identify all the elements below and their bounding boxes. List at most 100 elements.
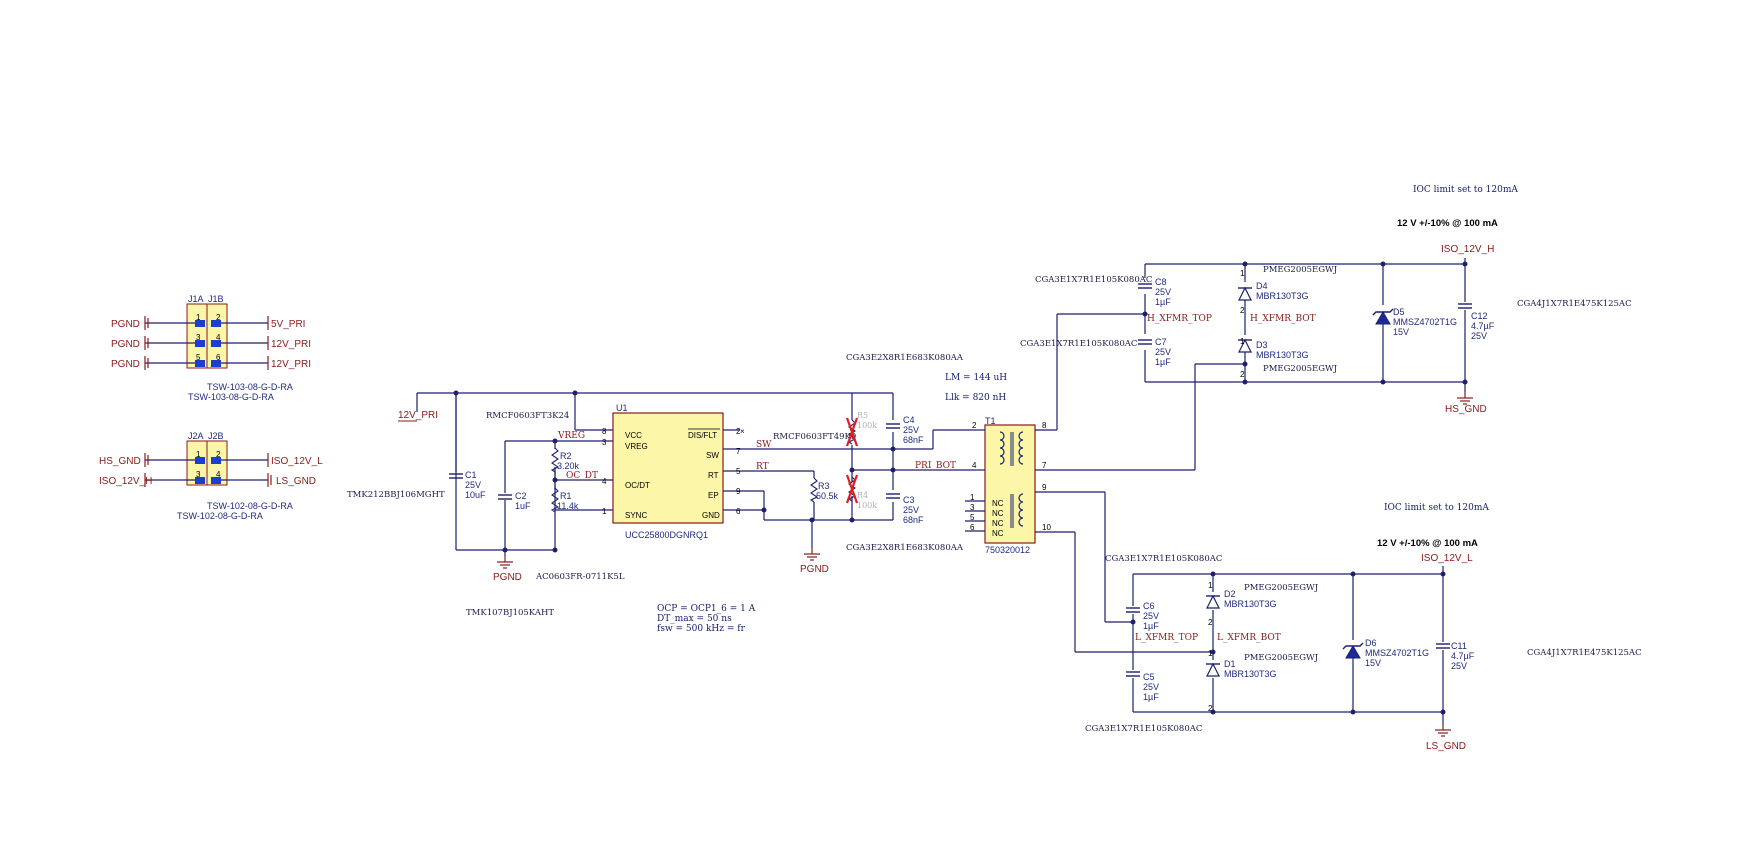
svg-text:VREG: VREG [625,442,648,451]
svg-text:2: 2 [216,450,221,459]
svg-text:15V: 15V [1393,327,1409,337]
svg-text:GND: GND [702,511,720,520]
svg-text:DIS/FLT: DIS/FLT [688,431,717,440]
net-l-xfmr-top: L_XFMR_TOP [1135,633,1198,643]
svg-text:2: 2 [736,427,741,436]
svg-text:2: 2 [1240,306,1245,315]
c8-capacitor[interactable]: C8 25V 1µF CGA3E1X7R1E105K080AC [1035,275,1171,307]
c1-capacitor[interactable]: C1 25V 10uF TMK212BBJ106MGHT [347,393,486,500]
svg-text:7: 7 [736,447,741,456]
u1-controller[interactable]: U1 VCC VREG OC/DT SYNC 8 3 4 1 DIS/FLT S… [602,403,745,540]
t1-transformer[interactable]: T1 NC NC NC NC 2 4 8 7 9 10 1 3 5 6 7503… [970,416,1051,555]
svg-text:25V: 25V [1155,347,1171,357]
net-iso-12v-h: ISO_12V_H [1441,244,1494,255]
svg-text:3: 3 [602,438,607,447]
svg-text:CGA3E2X8R1E683K080AA: CGA3E2X8R1E683K080AA [846,353,964,363]
note-dt: DT_max = 50 ns [657,614,732,624]
svg-text:MMSZ4702T1G: MMSZ4702T1G [1365,648,1429,658]
svg-text:4.7µF: 4.7µF [1451,651,1475,661]
svg-text:T1: T1 [985,416,996,426]
c5-capacitor[interactable]: C5 25V 1µF CGA3E1X7R1E105K080AC [1085,671,1202,734]
svg-text:750320012: 750320012 [985,545,1030,555]
connector-j2[interactable]: J2A J2B 1 2 3 4 HS_GND ISO_12V_H ISO_12V… [99,431,323,521]
net-5v-pri: 5V_PRI [271,319,305,330]
hs-wires [1035,258,1466,471]
svg-text:D3: D3 [1256,340,1268,350]
svg-text:4: 4 [216,470,221,479]
c6-capacitor[interactable]: C6 25V 1µF CGA3E1X7R1E105K080AC [1105,554,1222,631]
r1-resistor[interactable]: R1 11.4k AC0603FR-0711K5L [535,487,625,582]
svg-text:2: 2 [972,421,977,430]
svg-text:R2: R2 [560,451,572,461]
svg-text:D1: D1 [1224,659,1236,669]
svg-text:5: 5 [736,467,741,476]
svg-text:D4: D4 [1256,281,1268,291]
c12-capacitor[interactable]: C12 4.7µF 25V CGA4J1X7R1E475K125AC [1457,299,1632,341]
d4-diode[interactable]: 1 2 D4 MBR130T3G PMEG2005EGWJ [1237,265,1338,315]
c4-capacitor[interactable]: C4 25V 68nF CGA3E2X8R1E683K080AA [846,353,964,445]
svg-text:9: 9 [736,487,741,496]
svg-text:VCC: VCC [625,431,642,440]
ls-ioc-note: IOC limit set to 120mA [1384,503,1489,513]
svg-text:25V: 25V [903,505,919,515]
svg-text:5: 5 [970,513,975,522]
svg-text:CGA3E1X7R1E105K080AC: CGA3E1X7R1E105K080AC [1020,339,1137,349]
c2-capacitor[interactable]: C2 1uF TMK107BJ105KAHT [466,490,554,618]
net-12v-pri-2: 12V_PRI [271,359,311,370]
net-pri-bot: PRI_BOT [915,461,956,471]
svg-text:1: 1 [970,493,975,502]
d1-diode[interactable]: 1 2 D1 MBR130T3G PMEG2005EGWJ [1205,649,1319,713]
d3-diode[interactable]: 1 2 D3 MBR130T3G PMEG2005EGWJ [1237,337,1338,379]
svg-text:25V: 25V [1451,661,1467,671]
svg-text:NC: NC [992,529,1004,538]
svg-text:4: 4 [972,461,977,470]
svg-text:15V: 15V [1365,658,1381,668]
net-h-xfmr-top: H_XFMR_TOP [1147,314,1212,324]
svg-text:RMCF0603FT3K24: RMCF0603FT3K24 [486,411,569,421]
c3-capacitor[interactable]: C3 25V 68nF CGA3E2X8R1E683K080AA [846,493,964,553]
c11-capacitor[interactable]: C11 4.7µF 25V CGA4J1X7R1E475K125AC [1435,641,1642,671]
svg-text:C7: C7 [1155,337,1167,347]
svg-text:PMEG2005EGWJ: PMEG2005EGWJ [1263,364,1338,374]
svg-text:AC0603FR-0711K5L: AC0603FR-0711K5L [535,572,625,582]
svg-text:PMEG2005EGWJ: PMEG2005EGWJ [1244,653,1319,663]
d5-zener-diode[interactable]: D5 MMSZ4702T1G 15V [1372,307,1457,337]
svg-text:6: 6 [736,507,741,516]
svg-text:3.20k: 3.20k [557,461,580,471]
d2-diode[interactable]: 1 2 D2 MBR130T3G PMEG2005EGWJ [1205,581,1319,627]
no-connect-icon: × [740,427,745,436]
j2b-ref: J2B [208,431,224,441]
svg-text:C3: C3 [903,495,915,505]
net-iso-12v-h-j2: ISO_12V_H [99,476,152,487]
connector-j1[interactable]: J1A J1B 1 2 3 4 5 6 PGND PGND PGND 5V_PR… [111,294,311,402]
net-iso-12v-l-j2: ISO_12V_L [271,456,323,467]
svg-text:1: 1 [196,313,201,322]
svg-text:R5: R5 [857,411,868,420]
svg-text:MBR130T3G: MBR130T3G [1256,291,1309,301]
r4-resistor-dnp[interactable]: R4 100k [845,473,877,510]
ls-wires [1035,491,1444,724]
svg-text:CGA3E1X7R1E105K080AC: CGA3E1X7R1E105K080AC [1085,724,1202,734]
svg-text:4: 4 [602,477,607,486]
svg-text:MBR130T3G: MBR130T3G [1224,599,1277,609]
svg-text:25V: 25V [1155,287,1171,297]
pgnd-left: PGND [493,555,522,583]
svg-text:9: 9 [1042,483,1047,492]
svg-text:11.4k: 11.4k [557,501,579,511]
net-oc-dt: OC_DT [566,471,598,481]
svg-text:25V: 25V [465,480,481,490]
d6-zener-diode[interactable]: D6 MMSZ4702T1G 15V [1342,638,1429,668]
r2-resistor[interactable]: R2 3.20k RMCF0603FT3K24 [486,411,580,473]
ls-gnd-symbol: LS_GND [1426,723,1466,752]
r3-resistor[interactable]: R3 50.5k RMCF0603FT49K9 [773,432,856,503]
j1-pins: 1 2 3 4 5 6 [195,313,221,367]
svg-text:SYNC: SYNC [625,511,647,520]
svg-text:3: 3 [970,503,975,512]
svg-text:1µF: 1µF [1143,692,1159,702]
c7-capacitor[interactable]: C7 25V 1µF CGA3E1X7R1E105K080AC [1020,337,1171,367]
j2b-part: TSW-102-08-G-D-RA [177,511,263,521]
svg-text:2: 2 [1240,370,1245,379]
j2a-ref: J2A [188,431,204,441]
svg-text:C11: C11 [1451,641,1467,651]
r5-resistor-dnp[interactable]: R5 100k [845,411,877,448]
